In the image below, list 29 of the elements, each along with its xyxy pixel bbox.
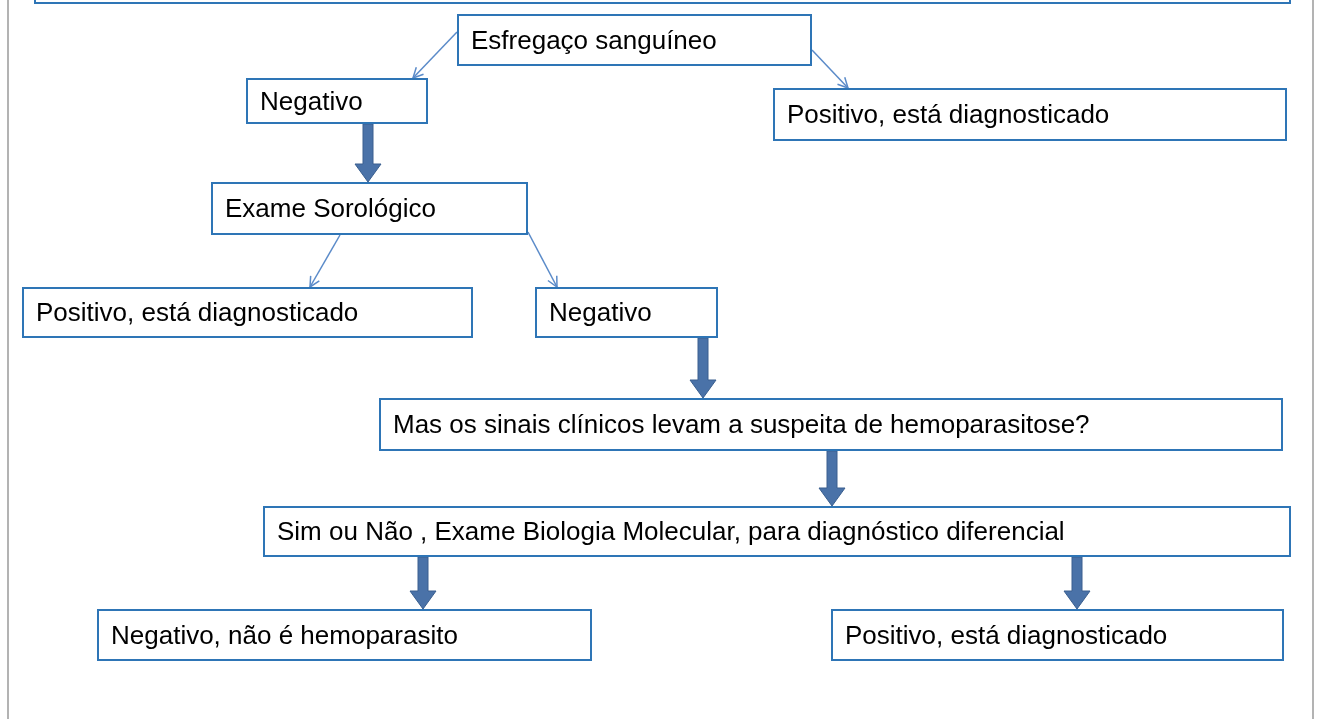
process-box	[211, 182, 528, 235]
box-text: Esfregaço sanguíneo	[471, 24, 717, 56]
arrow	[309, 234, 341, 288]
box-text: Positivo, está diagnosticado	[845, 619, 1168, 651]
process-box	[246, 78, 428, 124]
box-text: Negativo	[549, 297, 652, 328]
box-text: Mas os sinais clínicos levam a suspeita de hemoparasitose?	[393, 409, 1090, 440]
process-box	[457, 14, 812, 66]
box-text: Positivo, está diagnosticado	[36, 297, 359, 328]
box-text: Positivo, está diagnosticado	[787, 99, 1110, 130]
box-text: Negativo	[260, 85, 363, 117]
process-box	[773, 88, 1287, 141]
block-arrow	[1063, 556, 1091, 610]
process-box	[535, 287, 718, 338]
block-arrow	[818, 450, 846, 507]
box-text: Negativo, não é hemoparasito	[111, 619, 458, 651]
arrow	[527, 231, 558, 288]
arrow	[412, 31, 458, 79]
box-text: Exame Sorológico	[225, 193, 436, 224]
arrow	[811, 49, 849, 89]
box-text: Sim ou Não , Exame Biologia Molecular, para diagnóstico diferencial	[277, 516, 1065, 547]
block-arrow	[354, 123, 382, 183]
block-arrow	[409, 556, 437, 610]
process-box	[379, 398, 1283, 451]
process-box	[22, 287, 473, 338]
process-box	[831, 609, 1284, 661]
process-box	[263, 506, 1291, 557]
block-arrow	[689, 337, 717, 399]
process-box	[97, 609, 592, 661]
